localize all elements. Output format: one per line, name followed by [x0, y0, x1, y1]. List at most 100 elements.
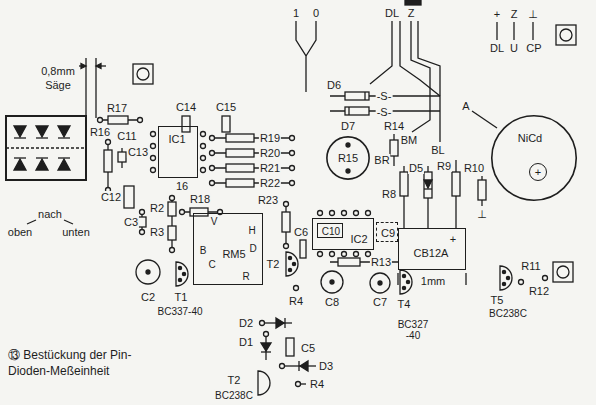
signal-name: 1 [292, 7, 300, 19]
signal-name: Z [510, 8, 519, 20]
type-label: BC238C [488, 308, 528, 319]
part-label: R13 [370, 256, 392, 268]
part-name: CB12A [413, 247, 450, 259]
ic-socket: IC2 C10 [312, 218, 374, 250]
part-label: D1 [238, 336, 254, 348]
ic-pins [151, 132, 371, 257]
led-outline: D7R15 [326, 136, 370, 180]
part-name: + [449, 233, 457, 245]
direction-arrows [27, 220, 73, 224]
part-name: RM5 [221, 248, 246, 260]
type-label: BC238C [214, 390, 254, 401]
part-label: C11 [116, 130, 137, 142]
mounting-holes [133, 25, 576, 282]
part-name: C9 [380, 227, 396, 239]
part-label: R17 [106, 102, 128, 114]
capacitor-box: C9 [376, 222, 398, 242]
signal-name: U [509, 42, 519, 54]
part-label: R22 [259, 177, 281, 189]
type-label: BC327 -40 [395, 319, 431, 341]
part-label: R10 [463, 162, 485, 174]
part-label: C7 [372, 296, 388, 308]
signal-name: DL [489, 42, 505, 54]
part-name: C10 [321, 226, 341, 237]
part-label: R19 [259, 132, 281, 144]
signal-name: ⊥ [476, 208, 488, 220]
detail-inset [258, 318, 316, 395]
part-label: R23 [257, 194, 279, 206]
part-label: C6 [293, 226, 309, 238]
dimension: 0,8mm [40, 65, 76, 77]
part-label: R4 [288, 295, 304, 307]
signal-name: 0 [312, 7, 320, 19]
part-label: R20 [259, 147, 281, 159]
part-label: D3 [318, 360, 334, 372]
signal-name: + [493, 8, 501, 20]
part-label: C2 [140, 291, 156, 303]
buzzer-box: CB12A + [398, 228, 466, 270]
part-label: R8 [381, 188, 397, 200]
note: nach [37, 208, 63, 220]
part-label: R11 [520, 260, 541, 272]
part-label: R4 [309, 378, 325, 390]
pin-label: V [210, 216, 219, 227]
part-label: T1 [174, 291, 189, 303]
signal-name: -S- [376, 106, 393, 118]
pin-label: D [248, 243, 257, 254]
figure-caption: ⑬ Bestückung der Pin-Dioden-Meßeinheit [8, 348, 148, 379]
battery-outline: NiCd+ [490, 114, 578, 202]
part-name: NiCd [517, 132, 543, 144]
part-label: C15 [215, 101, 237, 113]
type-label: BC337-40 [156, 306, 203, 317]
diode-symbols [330, 92, 440, 228]
part-label: C3 [123, 216, 139, 228]
resistor-symbols [98, 116, 487, 266]
signal-name: DL [384, 7, 400, 19]
part-label: C14 [175, 101, 197, 113]
part-label: C8 [324, 296, 340, 308]
part-name: IC2 [349, 233, 368, 245]
saw-dimension [79, 58, 106, 118]
dimension: 1mm [420, 275, 446, 287]
circle-outline [327, 137, 369, 179]
part-label: R14 [383, 120, 405, 132]
capacitor-symbols [118, 116, 390, 293]
capacitor-box: C10 [317, 223, 343, 238]
part-label: R21 [259, 162, 281, 174]
wiring [296, 0, 533, 285]
pin-label: H [247, 225, 256, 236]
part-heading: D7 [340, 120, 356, 132]
part-label: D6 [326, 79, 342, 91]
pin-label: C [207, 259, 216, 270]
signal-name: CP [525, 42, 542, 54]
part-name: R15 [337, 152, 359, 164]
signal-name: -S- [376, 90, 393, 102]
part-label: T2 [266, 258, 281, 270]
pin-label: R [241, 271, 250, 282]
part-name: IC1 [167, 133, 186, 145]
note: oben [7, 226, 33, 238]
circle-outline [492, 116, 576, 200]
part-label: R18 [189, 193, 211, 205]
diode-array [6, 116, 86, 180]
part-label: D5 [408, 162, 424, 174]
signal-name: Z [407, 7, 416, 19]
note: unten [61, 226, 91, 238]
part-label: D2 [238, 317, 254, 329]
signal-name: A [461, 100, 470, 112]
pin-label: B [199, 245, 208, 256]
part-label: R3 [149, 226, 165, 238]
part-label: T2 [227, 374, 242, 386]
part-label: T5 [490, 294, 505, 306]
part-label: R9 [436, 160, 452, 172]
ic-socket: IC1 [158, 126, 198, 178]
signal-name: ⊥ [527, 8, 539, 20]
part-label: C13 [127, 146, 149, 158]
part-label: T4 [397, 298, 412, 310]
part-label: 16 [175, 180, 189, 192]
